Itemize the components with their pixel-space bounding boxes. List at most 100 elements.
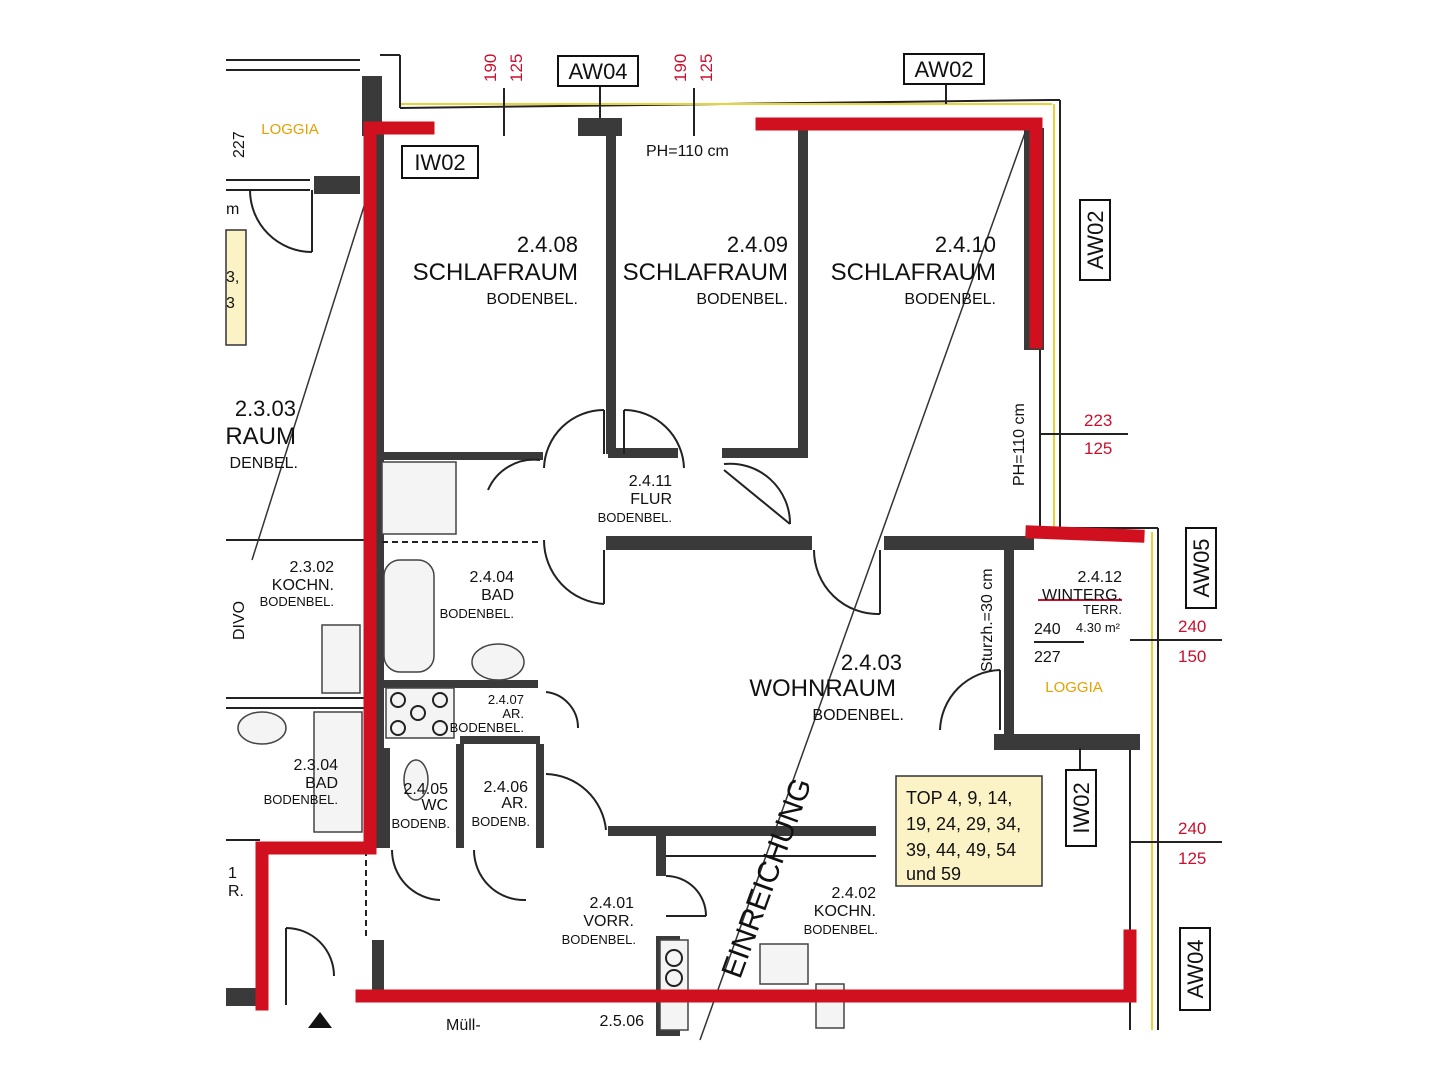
room-2405-name: WC bbox=[421, 797, 448, 814]
svg-text:125: 125 bbox=[697, 54, 716, 82]
svg-text:BAD: BAD bbox=[305, 775, 338, 792]
svg-text:125: 125 bbox=[507, 54, 526, 82]
room-labels: 2.4.08 SCHLAFRAUM BODENBEL. 2.4.09 SCHLA… bbox=[391, 232, 1122, 1034]
neighbour-yellow-note bbox=[225, 229, 247, 346]
room-2405-number: 2.4.05 bbox=[404, 781, 449, 798]
dimension-ticks bbox=[503, 84, 1222, 843]
top-note-line2: 19, 24, 29, 34, bbox=[906, 814, 1021, 834]
svg-text:240: 240 bbox=[1034, 621, 1061, 638]
svg-text:2.3.03: 2.3.03 bbox=[235, 396, 296, 421]
tag-aw02-top: AW02 bbox=[914, 57, 973, 82]
room-2402-name: KOCHN. bbox=[814, 903, 876, 920]
svg-text:KOCHN.: KOCHN. bbox=[272, 577, 334, 594]
svg-text:223: 223 bbox=[1084, 411, 1112, 430]
room-2411-number: 2.4.11 bbox=[629, 473, 672, 490]
svg-text:BODENBEL.: BODENBEL. bbox=[260, 594, 334, 609]
tag-iw02-top-box bbox=[401, 145, 479, 179]
svg-text:PH=110 cm: PH=110 cm bbox=[1011, 403, 1028, 486]
toilet bbox=[403, 759, 429, 801]
svg-text:227: 227 bbox=[231, 131, 248, 158]
top-note-line1: TOP 4, 9, 14, bbox=[906, 788, 1012, 808]
svg-text:2.3.04: 2.3.04 bbox=[294, 757, 339, 774]
room-2412-name: WINTERG. bbox=[1042, 587, 1122, 604]
room-2406-name: AR. bbox=[501, 795, 528, 812]
svg-text:2.3.02: 2.3.02 bbox=[290, 559, 335, 576]
room-2401-name: VORR. bbox=[583, 913, 634, 930]
muell-label: Müll- bbox=[446, 1017, 481, 1034]
washbasin bbox=[471, 643, 525, 681]
tag-aw04-top: AW04 bbox=[568, 59, 627, 84]
room-2409-floor: BODENBEL. bbox=[696, 291, 788, 308]
room-2403-floor: BODENBEL. bbox=[812, 707, 904, 724]
tag-aw05-right-box bbox=[1185, 527, 1217, 609]
shower-tray bbox=[381, 461, 457, 535]
red-walls bbox=[255, 117, 1145, 1011]
room-2410-number: 2.4.10 bbox=[935, 232, 996, 257]
room-2403-number: 2.4.03 bbox=[841, 650, 902, 675]
svg-text:DIVO: DIVO bbox=[231, 601, 248, 640]
svg-text:150: 150 bbox=[1178, 647, 1206, 666]
top-note-line4: und 59 bbox=[906, 864, 961, 884]
room-2404-number: 2.4.04 bbox=[470, 569, 515, 586]
section-line bbox=[699, 129, 1027, 1041]
room-2412-floor: TERR. bbox=[1083, 602, 1122, 617]
room-2408-name: SCHLAFRAUM bbox=[413, 259, 578, 286]
room-2405-floor: BODENB. bbox=[391, 816, 450, 831]
room-2402-number: 2.4.02 bbox=[832, 885, 877, 902]
svg-text:240: 240 bbox=[1178, 819, 1206, 838]
dimension-labels: 190 125 190 125 PH=110 cm PH=110 cm 223 … bbox=[226, 54, 1206, 868]
room-2412-number: 2.4.12 bbox=[1078, 569, 1123, 586]
svg-text:R.: R. bbox=[228, 883, 244, 900]
tag-iw02-right: IW02 bbox=[1069, 782, 1094, 833]
neighbour-labels: 2.3.03 RAUM DENBEL. 2.3.02 KOCHN. BODENB… bbox=[225, 121, 338, 900]
room-2408-number: 2.4.08 bbox=[517, 232, 578, 257]
room-2404-name: BAD bbox=[481, 587, 514, 604]
tag-aw02-top-box bbox=[903, 53, 985, 85]
svg-text:190: 190 bbox=[671, 54, 690, 82]
svg-text:Sturzh.=30 cm: Sturzh.=30 cm bbox=[979, 568, 996, 672]
facade-lines bbox=[380, 54, 1159, 1030]
room-2407-floor: BODENBEL. bbox=[450, 720, 524, 735]
tag-aw04-right: AW04 bbox=[1183, 939, 1208, 998]
tag-aw02-right: AW02 bbox=[1083, 210, 1108, 269]
bathtub bbox=[383, 559, 435, 673]
room-2411-name: FLUR bbox=[630, 491, 672, 508]
room-2412-area: 4.30 m² bbox=[1076, 620, 1121, 635]
tag-iw02-right-box bbox=[1065, 769, 1097, 847]
svg-text:BODENBEL.: BODENBEL. bbox=[264, 792, 338, 807]
svg-text:190: 190 bbox=[481, 54, 500, 82]
room-2404-floor: BODENBEL. bbox=[440, 606, 514, 621]
room-2402-floor: BODENBEL. bbox=[804, 922, 878, 937]
svg-text:240: 240 bbox=[1178, 617, 1206, 636]
svg-text:DENBEL.: DENBEL. bbox=[230, 455, 298, 472]
kitchen-sink bbox=[759, 943, 809, 985]
wall-tags: AW04 AW02 IW02 AW02 AW05 IW02 AW04 bbox=[401, 53, 1217, 1011]
room-2407-name: AR. bbox=[502, 706, 524, 721]
svg-text:125: 125 bbox=[1084, 439, 1112, 458]
tag-aw04-top-box bbox=[557, 55, 639, 87]
room-2411-floor: BODENBEL. bbox=[598, 510, 672, 525]
tag-aw05-right: AW05 bbox=[1189, 538, 1214, 597]
room-2506-number: 2.5.06 bbox=[600, 1013, 645, 1030]
tag-aw02-right-box bbox=[1079, 199, 1111, 281]
room-2409-name: SCHLAFRAUM bbox=[623, 259, 788, 286]
svg-text:125: 125 bbox=[1178, 849, 1206, 868]
stove bbox=[385, 687, 455, 739]
svg-text:3,: 3, bbox=[226, 269, 239, 286]
svg-text:LOGGIA: LOGGIA bbox=[261, 121, 319, 138]
svg-text:RAUM: RAUM bbox=[225, 423, 296, 450]
room-2407-number: 2.4.07 bbox=[488, 692, 524, 707]
room-2408-floor: BODENBEL. bbox=[486, 291, 578, 308]
room-2403-name: WOHNRAUM bbox=[749, 675, 896, 702]
room-2401-number: 2.4.01 bbox=[590, 895, 635, 912]
tag-aw04-right-box bbox=[1179, 927, 1211, 1011]
room-2410-floor: BODENBEL. bbox=[904, 291, 996, 308]
doors bbox=[390, 409, 1001, 917]
room-2409-number: 2.4.09 bbox=[727, 232, 788, 257]
svg-text:3: 3 bbox=[226, 295, 235, 312]
svg-text:m: m bbox=[226, 201, 239, 218]
tag-iw02-top: IW02 bbox=[414, 150, 465, 175]
top-note-line3: 39, 44, 49, 54 bbox=[906, 840, 1016, 860]
room-2401-floor: BODENBEL. bbox=[562, 932, 636, 947]
